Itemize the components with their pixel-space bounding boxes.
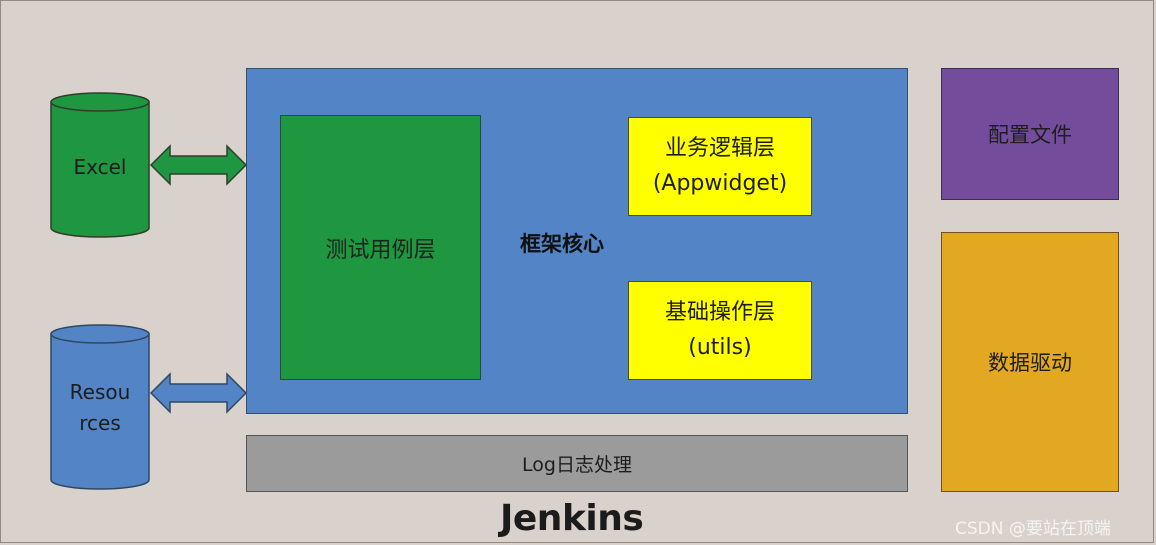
base-operation-layer-title: 基础操作层 xyxy=(664,300,775,326)
business-logic-layer-box: 业务逻辑层 (Appwidget) xyxy=(628,117,812,216)
test-case-layer-box: 测试用例层 xyxy=(280,115,481,380)
resources-cylinder-icon xyxy=(50,324,150,490)
business-logic-layer-title: 业务逻辑层 xyxy=(664,136,775,162)
log-processing-label: Log日志处理 xyxy=(522,454,632,476)
resources-double-arrow-icon xyxy=(149,372,248,414)
business-logic-layer-subtitle: (Appwidget) xyxy=(652,170,788,196)
resources-label-line1: Resou xyxy=(69,380,131,404)
log-processing-box: Log日志处理 xyxy=(246,435,908,492)
jenkins-title: Jenkins xyxy=(500,498,644,539)
data-driven-box: 数据驱动 xyxy=(941,232,1119,492)
config-files-label: 配置文件 xyxy=(988,123,1072,147)
framework-core-label: 框架核心 xyxy=(520,232,604,256)
base-operation-layer-subtitle: (utils) xyxy=(688,334,752,360)
test-case-layer-label: 测试用例层 xyxy=(325,237,436,263)
excel-double-arrow-icon xyxy=(149,144,248,186)
config-files-box: 配置文件 xyxy=(941,68,1119,200)
excel-label: Excel xyxy=(73,155,127,179)
resources-label: Resou rces xyxy=(51,377,149,439)
watermark: CSDN @要站在顶端 xyxy=(955,519,1111,539)
resources-label-line2: rces xyxy=(79,411,121,435)
excel-cylinder-icon xyxy=(50,92,150,238)
data-driven-label: 数据驱动 xyxy=(988,351,1072,375)
base-operation-layer-box: 基础操作层 (utils) xyxy=(628,281,812,380)
